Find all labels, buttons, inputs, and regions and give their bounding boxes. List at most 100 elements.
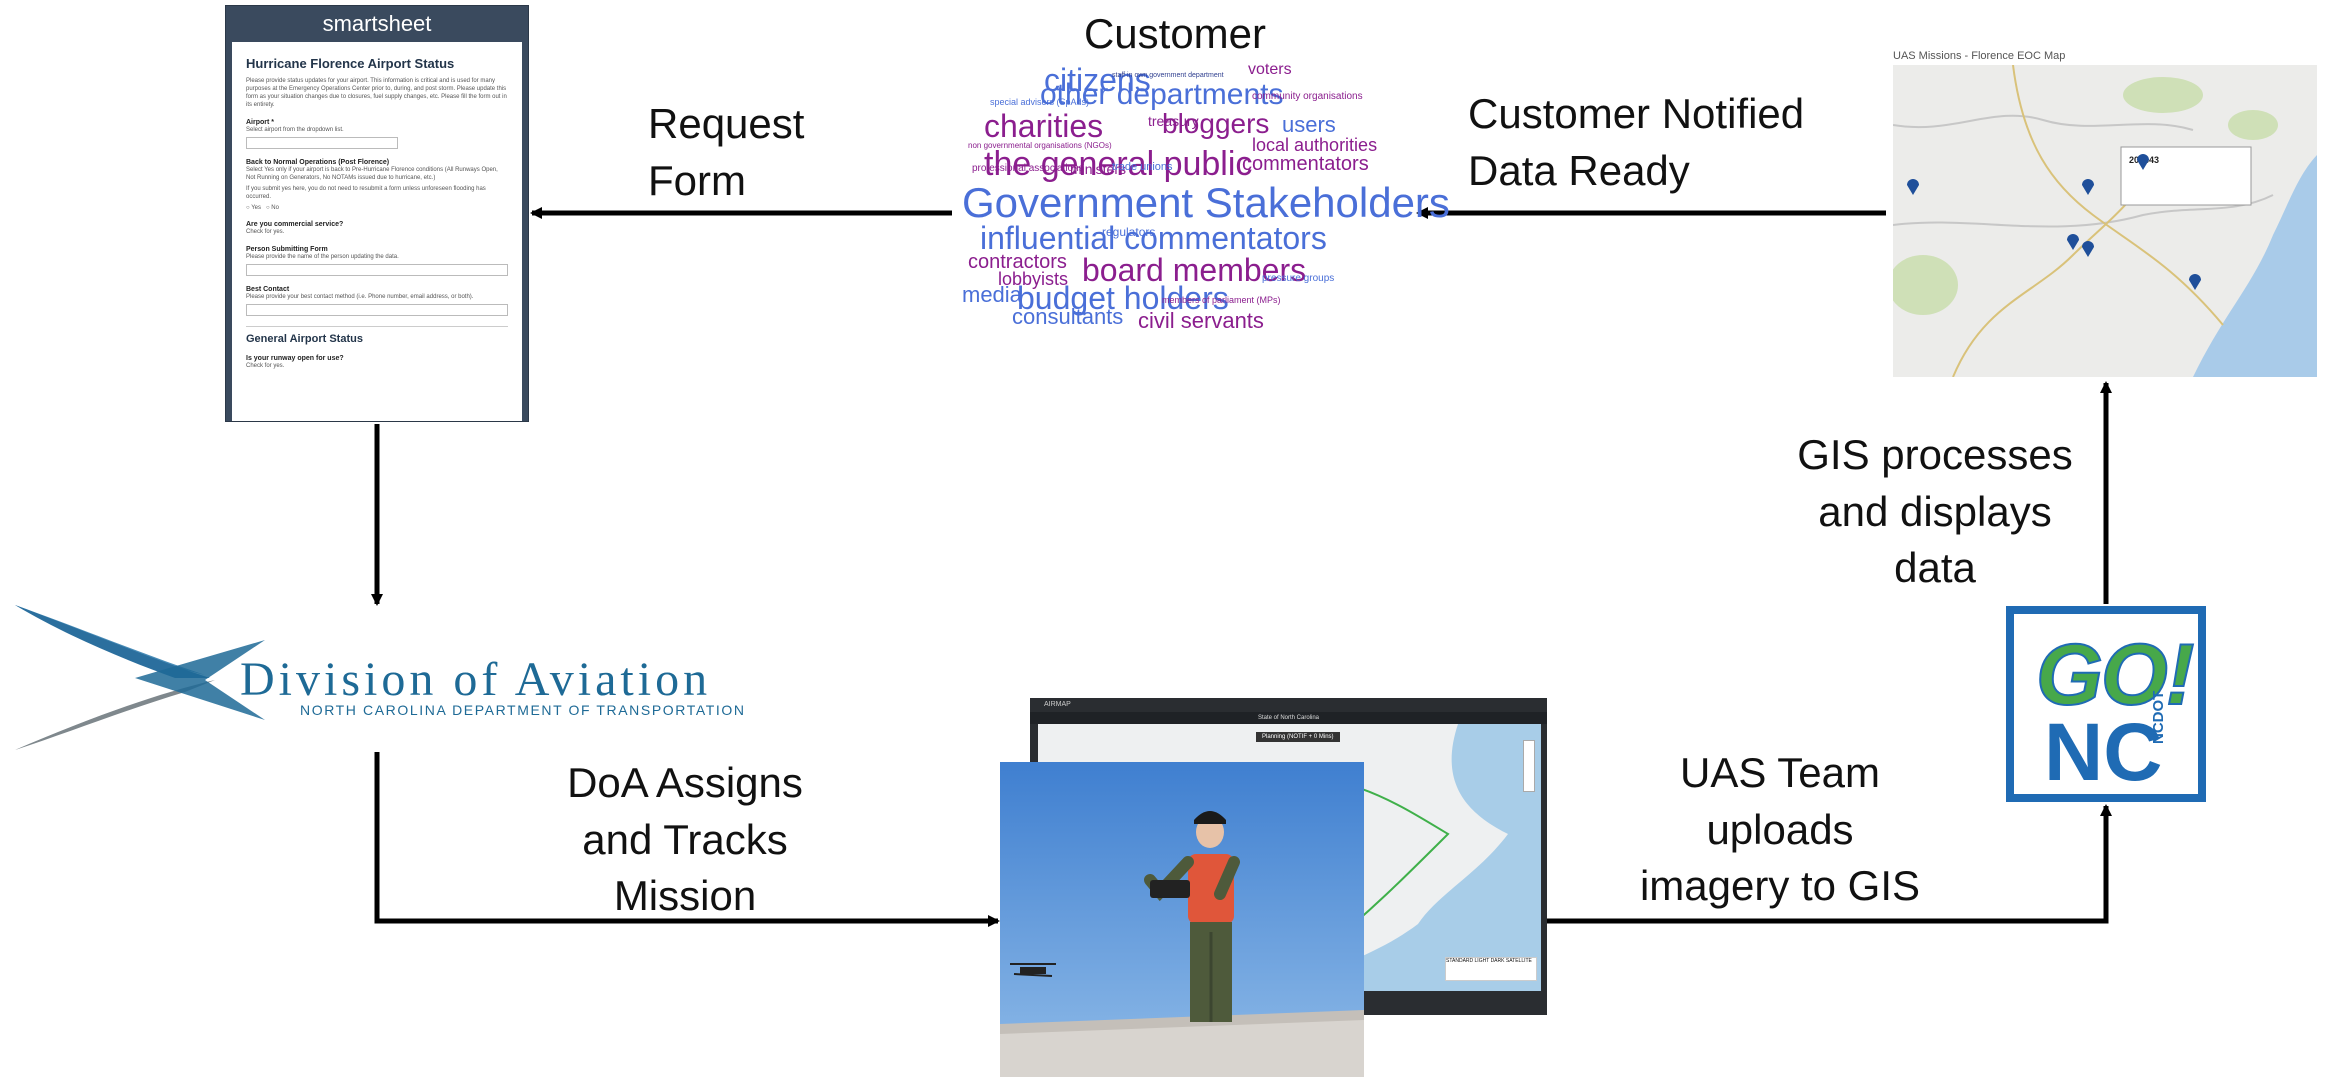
word-cloud-word: regulators	[1102, 225, 1156, 239]
word-cloud-word: the general public	[984, 145, 1253, 183]
doa-assigns-label: DoA Assigns and Tracks Mission	[545, 755, 825, 925]
airmap-subtitle: State of North Carolina	[1030, 712, 1547, 724]
airport-select	[246, 137, 398, 149]
form-title: Hurricane Florence Airport Status	[246, 56, 455, 71]
normal-ops-label: Back to Normal Operations (Post Florence…	[246, 159, 390, 166]
normal-ops-help: Select Yes only if your airport is back …	[246, 167, 498, 181]
doa-line-2: and Tracks	[582, 815, 788, 863]
word-cloud-word: professional associations	[972, 163, 1084, 174]
aviation-subtitle: NORTH CAROLINA DEPARTMENT OF TRANSPORTAT…	[300, 702, 746, 718]
drone-pilot-photo	[1000, 762, 1364, 1077]
division-of-aviation-logo: Division of Aviation NORTH CAROLINA DEPA…	[15, 600, 745, 755]
word-cloud-word: bloggers	[1162, 108, 1270, 139]
normal-ops-note: If you submit yes here, you do not need …	[246, 186, 486, 200]
form-panel: Hurricane Florence Airport Status Please…	[232, 42, 522, 421]
mode-satellite: SATELLITE	[1505, 958, 1532, 964]
uas-team-label: UAS Team uploads imagery to GIS	[1620, 745, 1940, 915]
map-pins	[1907, 154, 2201, 290]
airmap-basemap-modes: STANDARD LIGHT DARK SATELLITE	[1445, 957, 1537, 981]
mode-light: LIGHT	[1474, 958, 1490, 964]
word-cloud-word: Government Stakeholders	[962, 179, 1450, 226]
word-cloud-word: lobbyists	[998, 269, 1069, 289]
word-cloud-word: community organisations	[1252, 91, 1363, 102]
customer-notified-label: Customer Notified Data Ready	[1468, 86, 1804, 199]
form-intro: Please provide status updates for your a…	[246, 78, 507, 108]
airmap-flight-chip: Planning (NOTIF + 0 Mins)	[1256, 732, 1340, 742]
pilot-figure	[1144, 811, 1240, 1022]
customer-notified-line-2: Data Ready	[1468, 146, 1690, 194]
word-cloud-word: contractors	[968, 251, 1067, 273]
submitter-label: Person Submitting Form	[246, 246, 328, 253]
airport-help: Select airport from the dropdown list.	[246, 127, 344, 133]
word-cloud-word: local authorities	[1252, 135, 1378, 155]
go-text: GO!	[2035, 626, 2195, 724]
arrow-mission-to-gonc	[1366, 804, 2112, 924]
no-option: No	[271, 205, 279, 211]
uas-line-2: uploads	[1706, 805, 1854, 853]
request-form-label: Request Form	[648, 96, 804, 209]
mode-dark: DARK	[1490, 958, 1505, 964]
map-image: 201643	[1893, 65, 2317, 377]
word-cloud-word: voters	[1248, 61, 1292, 78]
uas-line-3: imagery to GIS	[1639, 862, 1921, 910]
airport-label: Airport *	[246, 119, 274, 126]
word-cloud-word: other departments	[1040, 78, 1284, 111]
map-title: UAS Missions - Florence EOC Map	[1893, 50, 2066, 62]
word-cloud-word: consultants	[1012, 304, 1124, 329]
uas-missions-map-screenshot: UAS Missions - Florence EOC Map 201643	[1893, 50, 2317, 377]
word-cloud-word: citizens	[1044, 62, 1151, 98]
mode-standard: STANDARD	[1446, 958, 1474, 964]
submitter-input	[246, 264, 508, 276]
gis-line-3: data	[1894, 544, 1976, 592]
gis-line-2: and displays	[1818, 487, 2052, 535]
word-cloud-word: staff in own government department	[1112, 72, 1224, 79]
go-ncdot-logo: GO! NC NCDOT	[2006, 606, 2206, 802]
drone-pilot-image	[1000, 762, 1364, 1077]
ncdot-text: NCDOT	[2150, 690, 2167, 744]
runway-label: Is your runway open for use?	[246, 355, 344, 362]
word-cloud-word: pressure groups	[1262, 273, 1335, 284]
word-cloud-word: media	[962, 282, 1022, 307]
airmap-app-name: AIRMAP	[1044, 701, 1071, 708]
gis-line-1: GIS processes	[1797, 431, 2073, 478]
customer-label: Customer	[1083, 10, 1267, 57]
request-form-line-2: Form	[648, 156, 746, 204]
commercial-label: Are you commercial service?	[246, 221, 344, 228]
doa-line-3: Mission	[613, 872, 757, 920]
runway-help: Check for yes.	[246, 363, 285, 369]
contact-input	[246, 304, 508, 316]
contact-label: Best Contact	[246, 286, 290, 293]
airmap-zoom-control	[1523, 740, 1535, 792]
word-cloud-word: board members	[1082, 252, 1307, 288]
word-cloud-word: ministers	[1070, 161, 1127, 177]
yes-no-options: ○ Yes ○ No	[246, 205, 279, 211]
word-cloud-word: non governmental organisations (NGOs)	[968, 141, 1112, 150]
word-cloud-word: budget holders	[1017, 280, 1229, 316]
word-cloud-word: treasury	[1148, 113, 1199, 129]
smartsheet-form-screenshot: smartsheet Hurricane Florence Airport St…	[225, 5, 529, 422]
uas-line-1: UAS Team	[1680, 749, 1880, 796]
word-cloud-word: users	[1282, 112, 1336, 137]
submitter-help: Please provide the name of the person up…	[246, 254, 399, 260]
yes-option: Yes	[251, 205, 261, 211]
aviation-title: Division of Aviation	[240, 653, 712, 706]
aviation-swoosh-icon	[15, 605, 265, 750]
contact-help: Please provide your best contact method …	[246, 294, 474, 300]
gis-processes-label: GIS processes and displays data	[1790, 427, 2080, 597]
word-cloud-word: civil servants	[1138, 308, 1264, 333]
smartsheet-brand: smartsheet	[322, 11, 432, 36]
word-cloud-word: members of parliament (MPs)	[1162, 295, 1281, 305]
arrow-doa-to-mission	[374, 752, 1000, 927]
doa-line-1: DoA Assigns	[567, 759, 803, 806]
word-cloud-word: influential commentators	[980, 220, 1327, 256]
form-section-title: General Airport Status	[246, 326, 508, 345]
request-form-line-1: Request	[648, 100, 805, 147]
nc-text: NC	[2044, 707, 2163, 798]
word-cloud-word: charities	[984, 108, 1104, 144]
commercial-help: Check for yes.	[246, 229, 285, 235]
map-graphic: 201643	[1893, 65, 2317, 377]
drone-icon	[1010, 963, 1056, 977]
customer-notified-line-1: Customer Notified	[1468, 90, 1805, 137]
